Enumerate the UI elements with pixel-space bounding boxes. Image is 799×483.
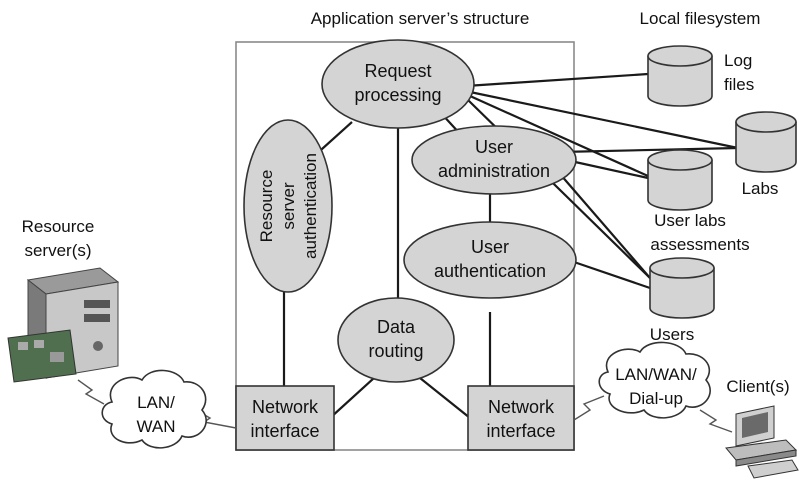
database-icon xyxy=(649,257,715,319)
lan-wan-left-label-2: WAN xyxy=(136,417,175,436)
link-cloud-client-zigzag xyxy=(699,409,733,433)
cloud-icon xyxy=(101,369,207,449)
database-icon xyxy=(647,45,713,107)
link-request-labs xyxy=(469,90,739,150)
user-auth-label-1: User xyxy=(471,237,509,257)
link-auth-users xyxy=(573,260,651,290)
request-processing-node: Request processing xyxy=(321,39,475,129)
resource-auth-label-3: authentication xyxy=(301,153,320,259)
clients-label: Client(s) xyxy=(726,377,789,396)
resource-server-label-1: Resource xyxy=(22,217,95,236)
link-admin-labs xyxy=(559,146,739,154)
user-admin-label-1: User xyxy=(475,137,513,157)
server-icon xyxy=(7,267,120,383)
cloud-icon xyxy=(598,341,711,419)
database-icon xyxy=(735,111,797,173)
link-routing-net-left xyxy=(329,377,375,419)
net-left-label-2: interface xyxy=(250,421,319,441)
link-request-log xyxy=(465,72,649,88)
net-left-label-1: Network xyxy=(252,397,319,417)
connections xyxy=(282,72,739,419)
net-right-label-2: interface xyxy=(486,421,555,441)
log-label-2: files xyxy=(724,75,754,94)
request-label-2: processing xyxy=(354,85,441,105)
users-label: Users xyxy=(650,325,694,344)
user-admin-label-2: administration xyxy=(438,161,550,181)
lan-wan-right-label-1: LAN/WAN/ xyxy=(615,365,697,384)
link-admin-users xyxy=(559,173,651,279)
link-netright-cloud-zigzag xyxy=(573,395,605,421)
resource-auth-label-2: server xyxy=(279,182,298,230)
local-filesystem-title: Local filesystem xyxy=(640,9,761,28)
computer-icon xyxy=(725,405,799,479)
link-admin-userlabs xyxy=(565,158,649,180)
link-server-cloud-zigzag xyxy=(77,379,105,405)
lan-wan-left-label-1: LAN/ xyxy=(137,393,175,412)
resource-auth-label-1: Resource xyxy=(257,170,276,243)
user-labs-label-2: assessments xyxy=(650,235,749,254)
database-icon xyxy=(647,149,713,211)
user-labs-label-1: User labs xyxy=(654,211,726,230)
data-routing-label-2: routing xyxy=(368,341,423,361)
labs-label: Labs xyxy=(742,179,779,198)
user-auth-label-2: authentication xyxy=(434,261,546,281)
lan-wan-right-label-2: Dial-up xyxy=(629,389,683,408)
app-structure-title: Application server’s structure xyxy=(311,9,530,28)
data-routing-node: Data routing xyxy=(337,297,455,383)
data-routing-label-1: Data xyxy=(377,317,416,337)
request-label-1: Request xyxy=(364,61,431,81)
log-label-1: Log xyxy=(724,51,752,70)
resource-auth-node: Resource server authentication xyxy=(243,119,333,293)
link-routing-net-right xyxy=(419,377,471,419)
link-request-userlabs xyxy=(469,94,649,178)
network-interface-left: Network interface xyxy=(235,385,335,451)
user-auth-node: User authentication xyxy=(403,221,577,299)
net-right-label-1: Network xyxy=(488,397,555,417)
network-interface-right: Network interface xyxy=(467,385,575,451)
resource-server-label-2: server(s) xyxy=(24,241,91,260)
user-admin-node: User administration xyxy=(411,125,577,195)
